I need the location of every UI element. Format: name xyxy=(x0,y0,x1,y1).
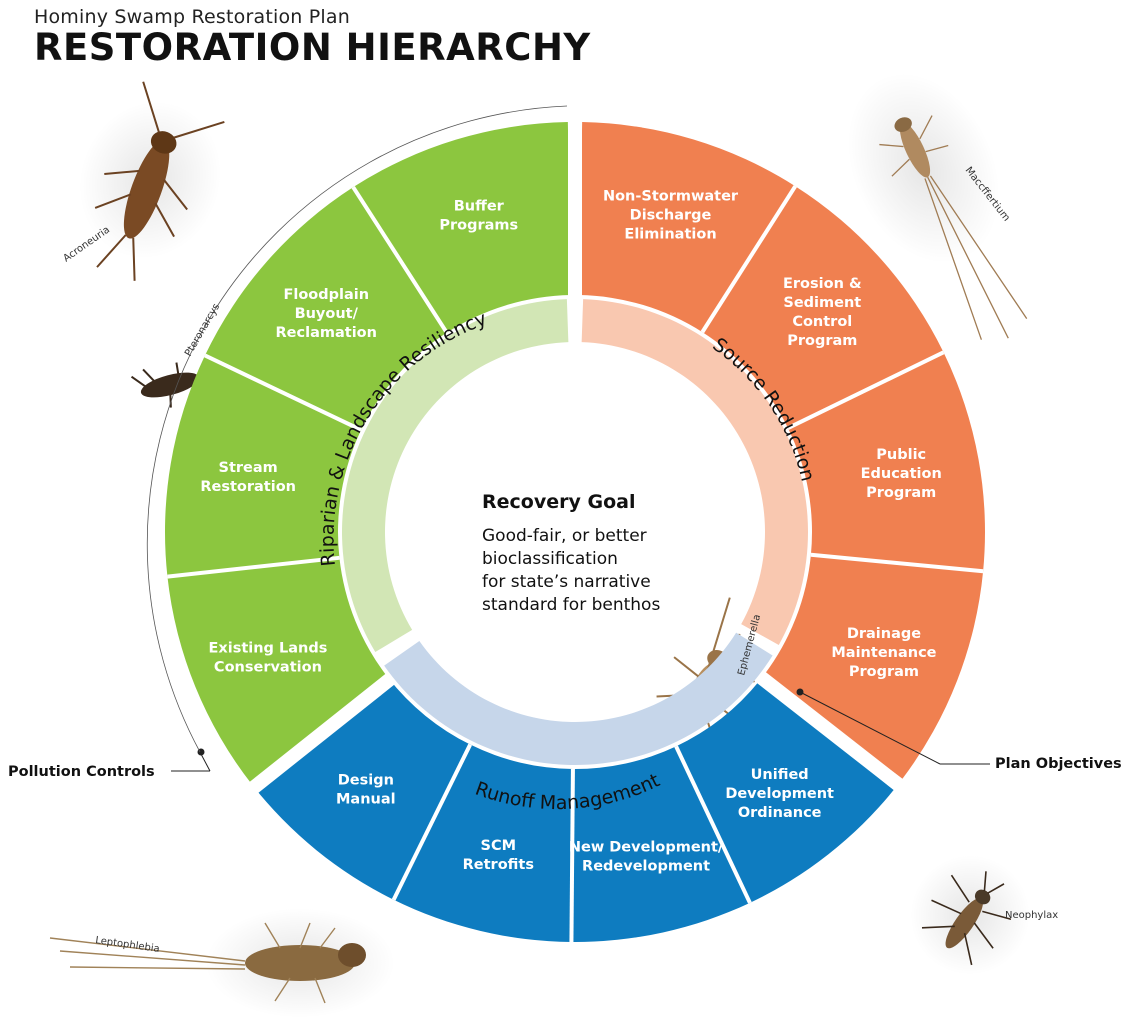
maccffertium-insect-icon xyxy=(847,72,1028,340)
blue-segment-divider xyxy=(674,745,752,904)
recovery-goal-line-2: bioclassification xyxy=(482,549,618,569)
pollution-controls-callout: Pollution Controls xyxy=(8,748,211,780)
control-label-line: Unified xyxy=(751,767,809,783)
control-label-line: Program xyxy=(787,333,857,349)
control-label-line: Erosion & xyxy=(783,276,862,292)
blue-segment-divider xyxy=(391,743,472,901)
control-label-line: Control xyxy=(792,314,852,330)
outer-guide-arc xyxy=(146,105,568,753)
control-label-line: Reclamation xyxy=(276,325,377,341)
control-label-line: Development xyxy=(725,786,834,802)
riparian-objective-arc xyxy=(341,299,569,653)
control-label-line: Stream xyxy=(219,460,278,476)
control-label-line: Maintenance xyxy=(831,645,936,661)
control-label-line: Buyout/ xyxy=(295,306,359,322)
control-label-line: Existing Lands xyxy=(208,640,327,656)
control-label-line: Manual xyxy=(336,792,396,808)
control-label-line: Programs xyxy=(439,217,518,233)
control-label-line: New Development/ xyxy=(569,839,724,855)
insect-illustrations xyxy=(49,72,1030,1018)
control-label-line: Discharge xyxy=(630,208,712,224)
recovery-goal-line-1: Good-fair, or better xyxy=(482,526,647,546)
leptophlebia-insect-icon xyxy=(49,908,395,1018)
control-label-line: Floodplain xyxy=(283,287,369,303)
species-label-leptophlebia: Leptophlebia xyxy=(95,935,161,955)
plan-subtitle: Hominy Swamp Restoration Plan xyxy=(34,6,350,28)
control-label-line: Redevelopment xyxy=(582,858,710,874)
control-label-line: Education xyxy=(861,466,942,482)
control-label-line: Elimination xyxy=(624,227,716,243)
orange-control-ring xyxy=(579,122,986,779)
green-segment-divider xyxy=(351,186,449,334)
blue-segment-divider xyxy=(569,768,575,943)
orange-segment-divider xyxy=(787,350,945,430)
neophylax-insect-icon xyxy=(910,855,1030,975)
control-blue-2-label: SCM Retrofits xyxy=(463,838,534,873)
control-label-line: Sediment xyxy=(783,295,861,311)
recovery-goal-line-4: standard for benthos xyxy=(482,595,660,615)
control-blue-1-label: New Development/Redevelopment xyxy=(569,839,724,874)
plan-objectives-label: Plan Objectives xyxy=(995,756,1122,772)
control-label-line: Retrofits xyxy=(463,857,534,873)
control-label-line: Buffer xyxy=(454,198,505,214)
group-gap xyxy=(248,671,398,794)
pteronarcys-insect-icon xyxy=(130,362,213,408)
header: Hominy Swamp Restoration Plan RESTORATIO… xyxy=(34,6,591,69)
orange-segment-divider xyxy=(810,552,984,574)
control-label-line: Non-Stormwater xyxy=(603,189,739,205)
species-label-neophylax: Neophylax xyxy=(1005,910,1058,921)
runoff-objective-arc xyxy=(384,632,773,765)
control-label-line: Conservation xyxy=(214,659,322,675)
recovery-goal-line-3: for state’s narrative xyxy=(482,572,651,592)
green-segment-divider xyxy=(204,353,362,432)
source-objective-arc xyxy=(581,299,808,645)
plan-objectives-callout: Plan Objectives xyxy=(796,688,1122,772)
green-control-ring xyxy=(165,122,571,785)
control-label-line: Program xyxy=(849,664,919,680)
control-label-line: Restoration xyxy=(200,479,296,495)
green-segment-divider xyxy=(167,555,340,579)
control-label-line: Public xyxy=(876,447,926,463)
objective-gap xyxy=(372,626,419,662)
page-title: RESTORATION HIERARCHY xyxy=(34,26,591,69)
control-label-line: SCM xyxy=(481,838,517,854)
control-label-line: Program xyxy=(866,485,936,501)
orange-segment-divider xyxy=(700,185,797,334)
control-label-line: Design xyxy=(338,773,394,789)
control-label-line: Ordinance xyxy=(738,805,822,821)
group-gap xyxy=(754,669,904,792)
objective-gap xyxy=(734,620,782,655)
pollution-controls-label: Pollution Controls xyxy=(8,764,155,780)
control-label-line: Drainage xyxy=(847,626,921,642)
acroneuria-insect-icon xyxy=(78,81,225,281)
recovery-goal: Recovery Goal Good-fair, or better biocl… xyxy=(482,491,660,615)
recovery-goal-title: Recovery Goal xyxy=(482,491,635,513)
